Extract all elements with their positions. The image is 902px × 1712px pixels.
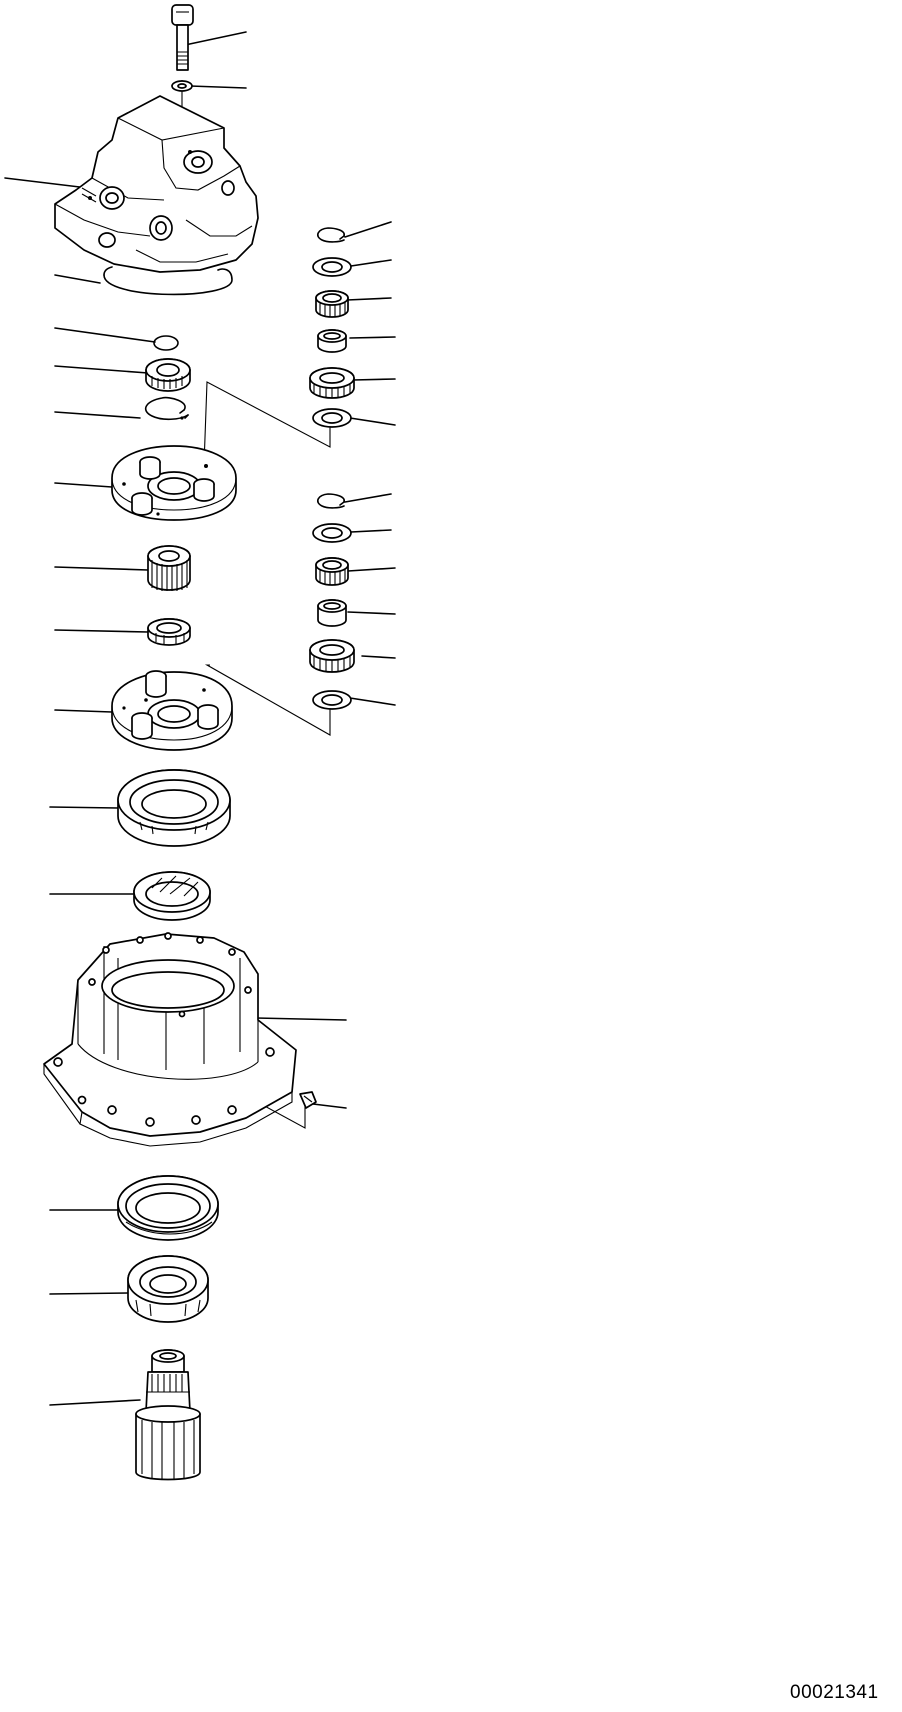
oil-seal bbox=[118, 1176, 218, 1240]
planet-gear bbox=[310, 640, 354, 672]
bearing bbox=[146, 359, 190, 391]
small-o-ring bbox=[154, 336, 178, 350]
washer bbox=[172, 81, 192, 91]
housing bbox=[44, 933, 296, 1146]
thrust-washer bbox=[313, 258, 351, 276]
planetary-carrier bbox=[112, 446, 236, 520]
swing-motor bbox=[55, 96, 258, 272]
thrust-washer bbox=[313, 409, 351, 427]
main-bearing bbox=[118, 770, 230, 846]
leader-lines bbox=[5, 32, 395, 1405]
seal bbox=[134, 872, 210, 920]
bolt bbox=[172, 5, 193, 70]
bearing bbox=[128, 1256, 208, 1322]
document-number: 00021341 bbox=[790, 1682, 879, 1703]
snap-ring bbox=[318, 494, 344, 508]
sun-gear bbox=[148, 546, 190, 591]
o-ring bbox=[104, 267, 232, 294]
planetary-carrier bbox=[112, 671, 232, 750]
snap-ring bbox=[146, 398, 188, 420]
needle-bearing bbox=[316, 558, 348, 585]
plug bbox=[300, 1092, 316, 1108]
planet-gear bbox=[310, 368, 354, 398]
bushing bbox=[318, 330, 346, 352]
thrust-washer bbox=[313, 524, 351, 542]
needle-bearing bbox=[316, 291, 348, 317]
snap-ring bbox=[318, 228, 344, 242]
pinion-shaft bbox=[136, 1350, 200, 1480]
thrust-ring bbox=[148, 619, 190, 645]
thrust-washer bbox=[313, 691, 351, 709]
bushing bbox=[318, 600, 346, 626]
